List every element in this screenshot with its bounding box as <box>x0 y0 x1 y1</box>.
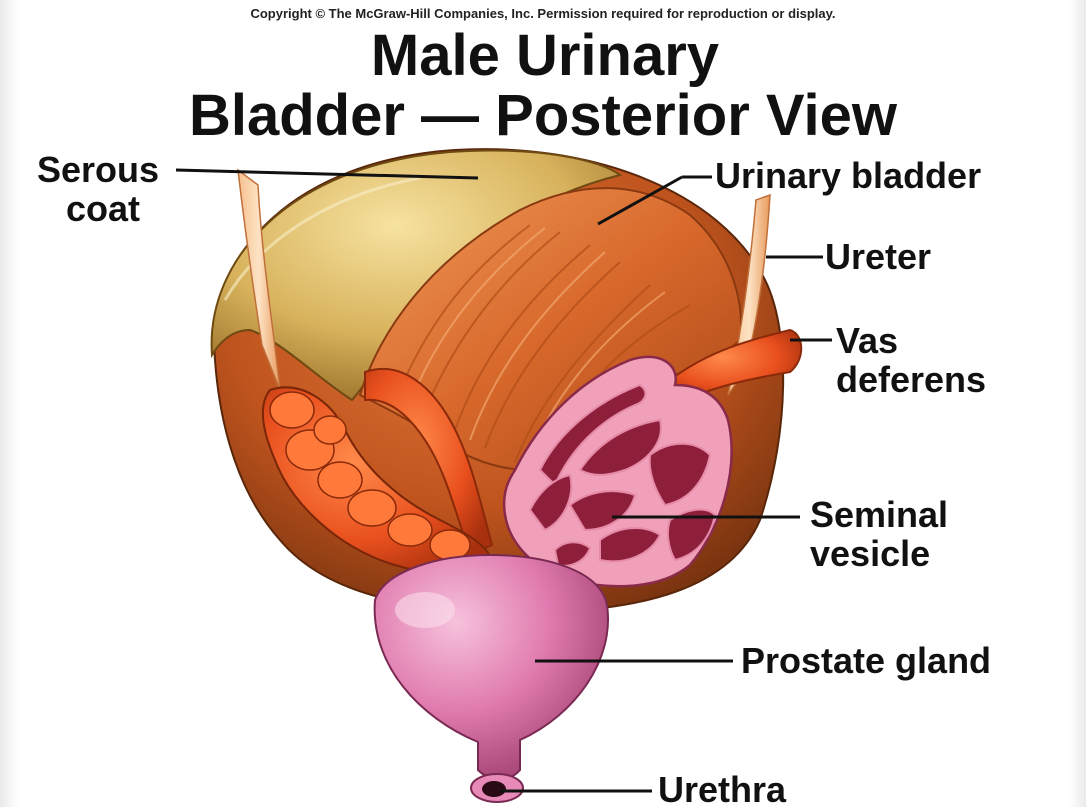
urethra-opening-shape <box>471 774 523 802</box>
label-prostate-gland: Prostate gland <box>741 641 991 680</box>
label-ureter: Ureter <box>825 237 931 276</box>
label-seminal-vesicle-line1: Seminal <box>810 495 948 534</box>
label-serous-coat-line2: coat <box>66 189 140 228</box>
prostate-gland-shape <box>375 555 608 779</box>
label-vas-deferens-line1: Vas <box>836 321 898 360</box>
label-urethra: Urethra <box>658 770 786 807</box>
label-seminal-vesicle-line2: vesicle <box>810 534 930 573</box>
label-serous-coat-line1: Serous <box>37 150 159 189</box>
label-urinary-bladder: Urinary bladder <box>715 156 981 195</box>
label-vas-deferens-line2: deferens <box>836 360 986 399</box>
